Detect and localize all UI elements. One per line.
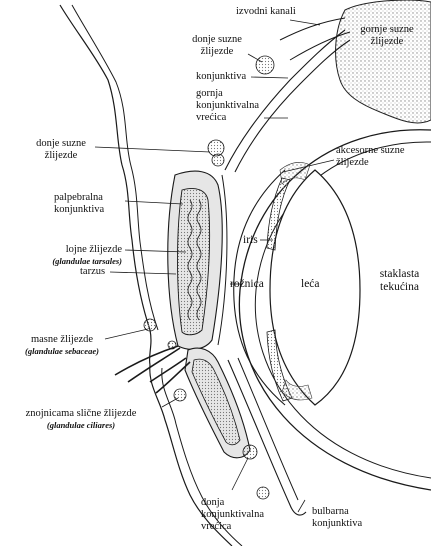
- lobule-left: [208, 140, 224, 156]
- label-bulbarna: bulbarna konjunktiva: [312, 506, 382, 530]
- label-znojnicama-main: znojnicama slične žlijezde: [26, 408, 137, 419]
- leader-donja: [232, 458, 248, 490]
- label-masne: masne žlijezde (glandulae sebaceae): [14, 334, 110, 356]
- leader-masne: [105, 329, 148, 339]
- label-izvodni-kanali: izvodni kanali: [236, 6, 296, 18]
- lower-fornix-line-2: [238, 358, 298, 500]
- lobule-sebaceous-2: [168, 341, 176, 349]
- label-leca: leća: [301, 278, 320, 291]
- leader-izvodni: [290, 20, 320, 25]
- label-donja-vrecica: donja konjunktivalna vrećica: [201, 497, 279, 533]
- label-gornje-suzne: gornje suzne žlijezde: [352, 24, 422, 48]
- leader-konjunktiva: [251, 77, 288, 78]
- label-donje-suzne-left: donje suzne žlijezde: [32, 138, 90, 162]
- leader-donje-left: [95, 147, 210, 152]
- skin-outline-inner: [72, 5, 158, 330]
- label-lojne-latin: (glandulae tarsales): [36, 256, 122, 266]
- label-donje-suzne-top: donje suzne žlijezde: [188, 34, 246, 58]
- label-staklasta: staklasta tekućina: [372, 268, 427, 294]
- lobule-left-2: [212, 154, 224, 166]
- label-znojnicama-latin: (glandulae ciliares): [2, 420, 160, 430]
- lobule-top: [256, 56, 274, 74]
- label-lojne-main: lojne žlijezde: [66, 244, 122, 255]
- label-lojne: lojne žlijezde (glandulae tarsales): [36, 244, 122, 266]
- upper-tarsal-glands: [178, 188, 210, 334]
- label-roznica: rožnica: [230, 278, 264, 291]
- label-gornja-vrecica: gornja konjunktivalna vrećica: [196, 88, 268, 124]
- skin-outline: [60, 5, 151, 365]
- upper-eyelashes: [115, 346, 180, 382]
- label-znojnicama: znojnicama slične žlijezde (glandulae ci…: [2, 408, 160, 430]
- lobule-lower-1: [243, 445, 257, 459]
- upper-lacrimal-gland-shape: [336, 0, 431, 123]
- leader-tarzus: [110, 272, 176, 274]
- label-masne-main: masne žlijezde: [31, 334, 93, 345]
- label-masne-latin: (glandulae sebaceae): [14, 346, 110, 356]
- label-konjunktiva: konjunktiva: [196, 71, 246, 83]
- label-akcesorne: akcesorne suzne žlijezde: [336, 145, 408, 169]
- label-iris: iris: [243, 234, 258, 247]
- label-palpebralna: palpebralna konjunktiva: [54, 192, 124, 216]
- leader-bulbarna: [298, 500, 305, 512]
- label-tarzus: tarzus: [80, 266, 105, 278]
